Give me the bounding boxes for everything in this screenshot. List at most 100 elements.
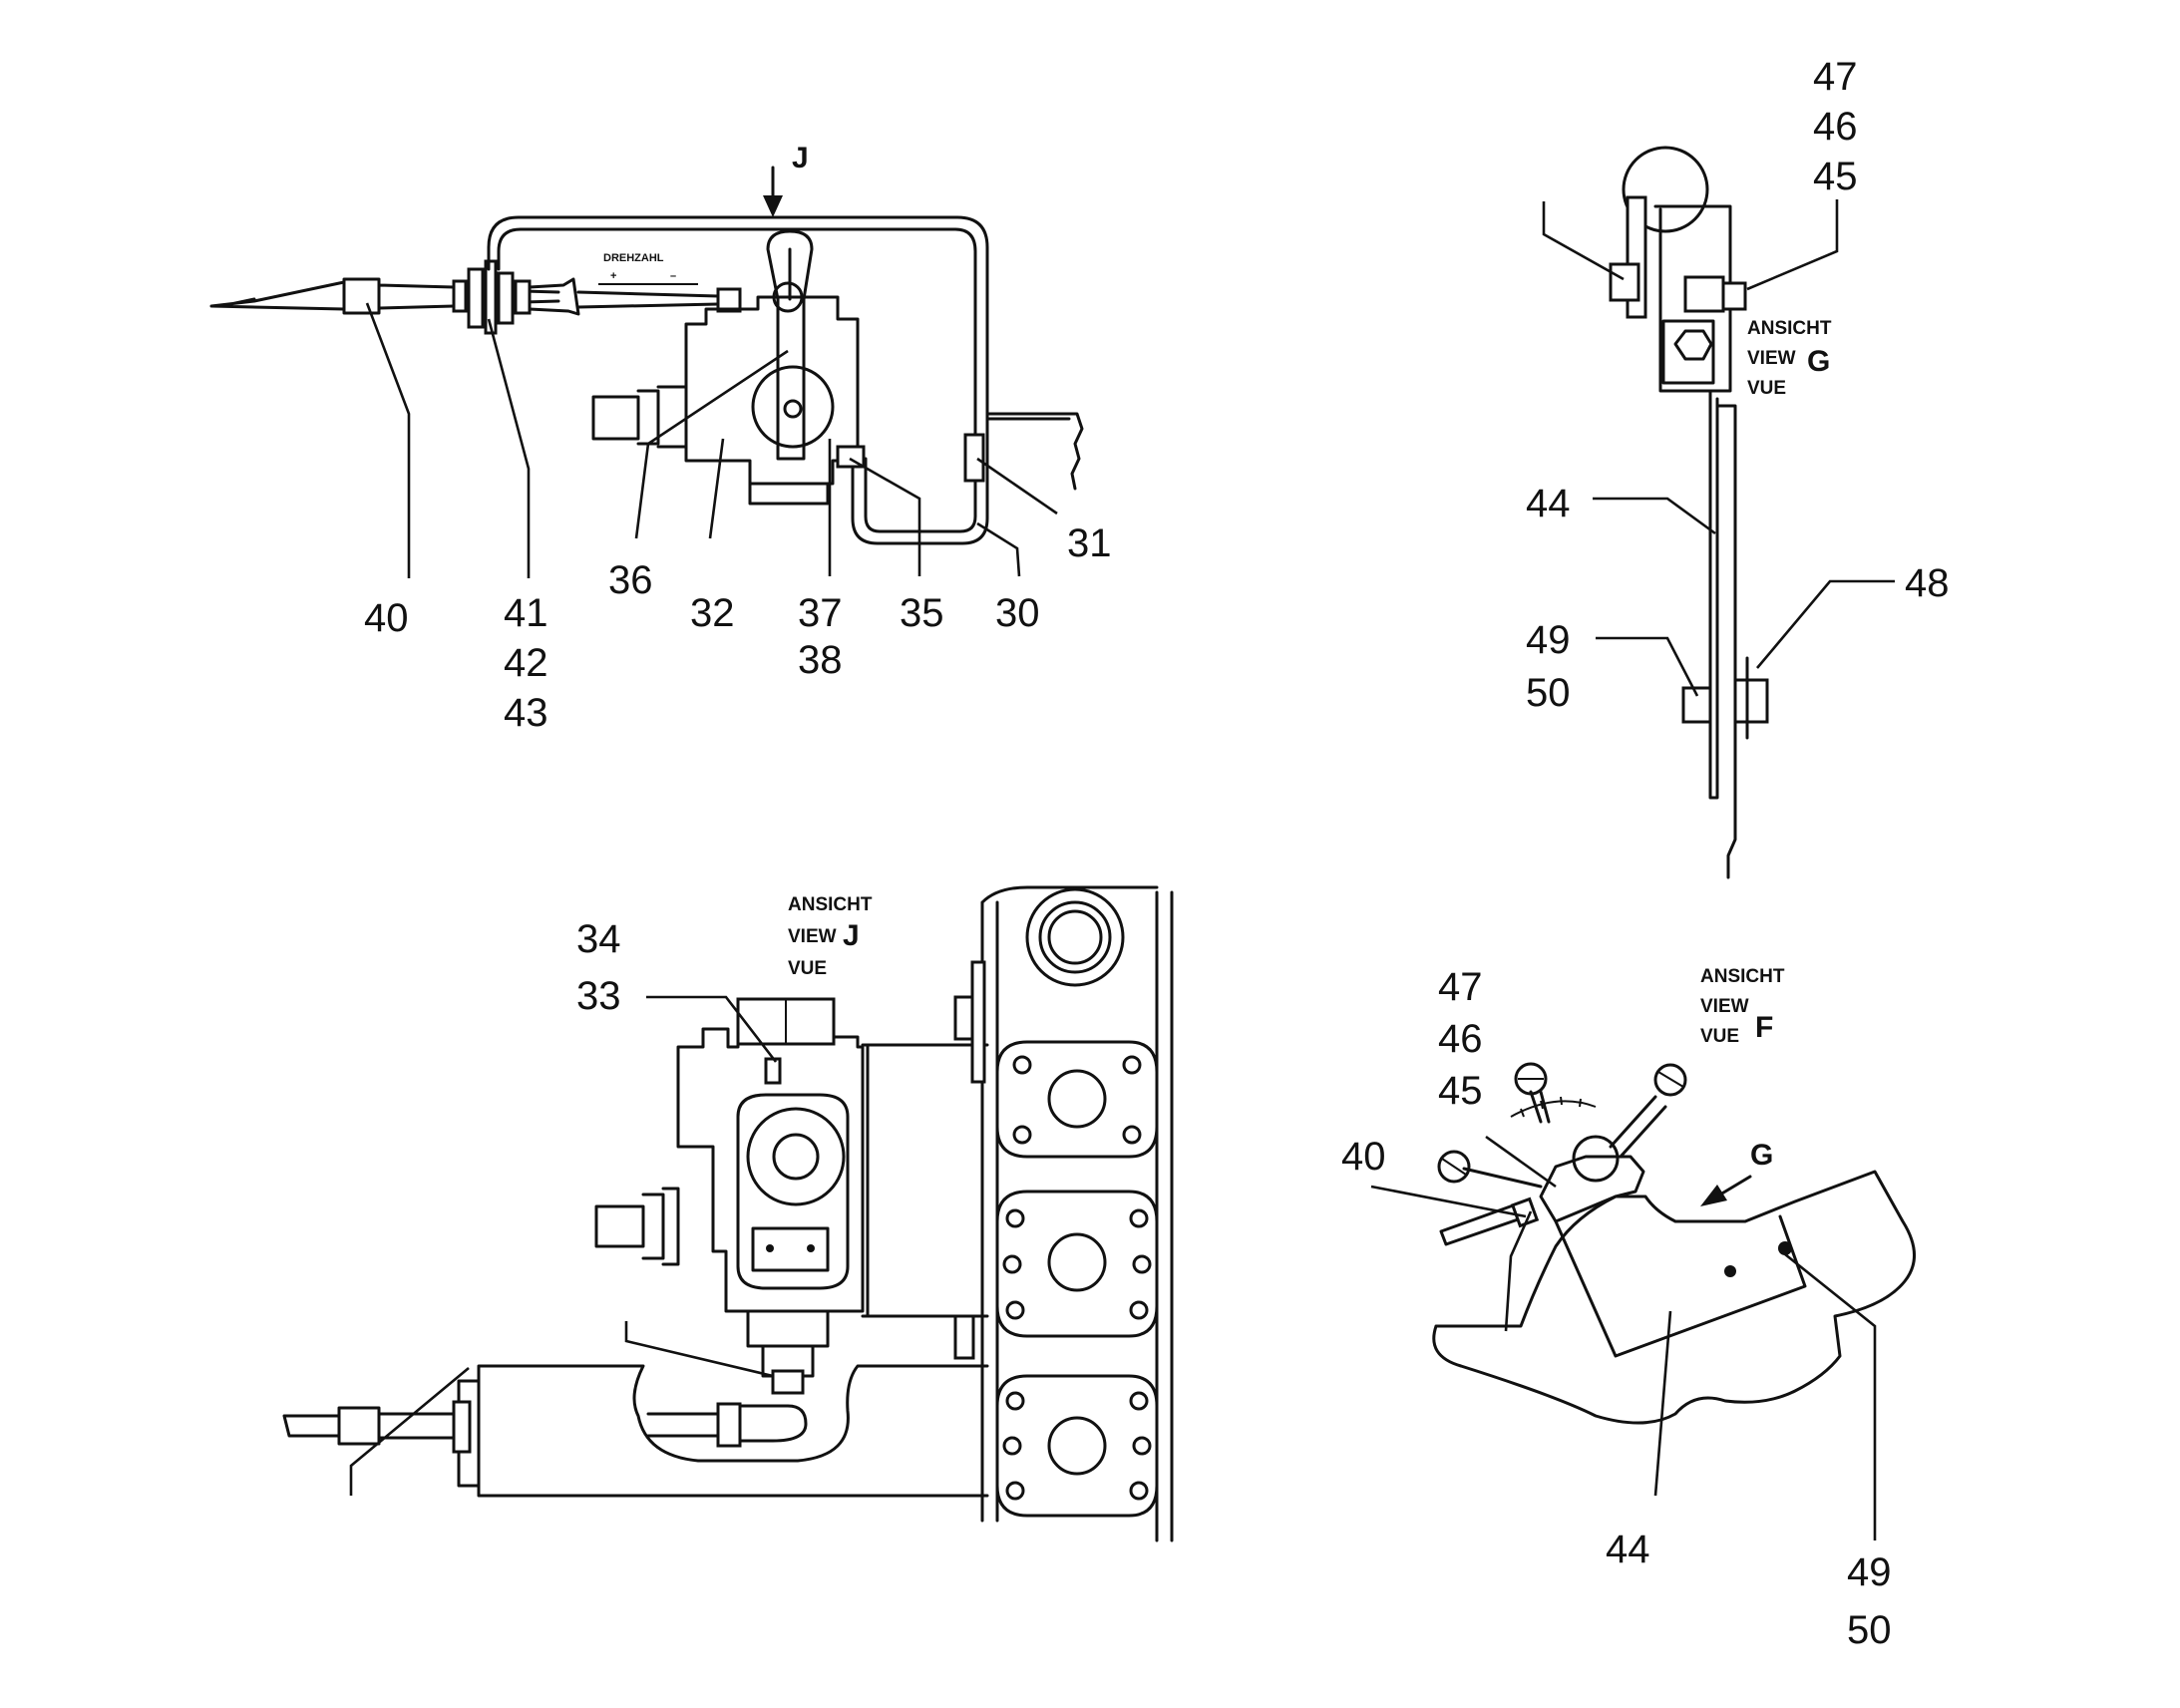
leader-44 — [1593, 497, 1716, 535]
slot-dot-l — [766, 1244, 774, 1252]
small-nut — [716, 287, 742, 313]
knob-2-line — [1657, 1071, 1684, 1088]
bolt-dot-1 — [1724, 1265, 1736, 1277]
bolt-dot-2 — [1778, 1241, 1792, 1255]
label-31: 31 — [1067, 521, 1112, 565]
scale-arc — [1510, 1100, 1597, 1118]
arrow-g-shaft — [1718, 1175, 1752, 1196]
stud-31 — [963, 433, 985, 483]
lever-knob — [1622, 146, 1709, 233]
label-34: 34 — [576, 917, 621, 961]
rod-end — [528, 277, 580, 316]
frame-bracket-inner — [497, 227, 977, 533]
nut-48 — [1733, 678, 1769, 724]
view-j-view: VIEW — [788, 926, 837, 947]
speed-lever — [766, 229, 814, 461]
governor-eye — [751, 365, 835, 449]
leader-41 — [487, 318, 531, 578]
label-35: 35 — [900, 591, 944, 635]
knob-3 — [1437, 1150, 1471, 1184]
left-hose — [282, 1406, 461, 1446]
bracket-plate — [1708, 389, 1737, 879]
view-j-letter: J — [843, 919, 860, 952]
side-fitting — [594, 1187, 680, 1266]
scale-ticks — [1520, 1096, 1582, 1118]
knob-3-line — [1441, 1158, 1467, 1176]
label-50: 50 — [1526, 671, 1571, 715]
label-30: 30 — [995, 591, 1040, 635]
small-screw-33 — [764, 1057, 782, 1085]
view-arrow-letter: J — [792, 142, 809, 174]
nut-c — [484, 259, 498, 335]
leader-30 — [976, 521, 1021, 577]
governor-base — [748, 482, 830, 506]
leader-left-bracket — [1542, 201, 1625, 281]
label-45: 45 — [1813, 155, 1858, 198]
lower-hose — [646, 1404, 808, 1443]
knob-1 — [1514, 1062, 1548, 1096]
hex-bolt — [1673, 329, 1713, 361]
nut-b — [467, 267, 485, 329]
nut-e — [514, 279, 532, 315]
nut-a — [452, 279, 468, 313]
flange-1 — [995, 1040, 1159, 1159]
pipe-inner — [1038, 900, 1112, 974]
flange-2 — [995, 1190, 1159, 1338]
label-47: 47 — [1813, 55, 1858, 99]
lever-body — [1539, 1155, 1645, 1223]
leader-40-f — [1370, 1185, 1527, 1218]
label-38: 38 — [798, 638, 843, 682]
governor-eye-center — [783, 399, 803, 419]
lever-ball — [772, 281, 804, 313]
leader-f-left — [1504, 1210, 1533, 1332]
top-left-view: DREHZAHL + – J 40 — [209, 142, 1112, 735]
flange-3 — [995, 1374, 1159, 1518]
pump-housing — [861, 1043, 989, 1318]
leader-bottom-left — [349, 1366, 470, 1496]
cable-sleeve — [342, 277, 456, 315]
view-g-vue: VUE — [1747, 378, 1786, 399]
hose-nut — [716, 1402, 742, 1448]
bottom-right-view: G ANSICHT VIEW VUE F 47 46 45 40 44 49 5… — [1341, 965, 1916, 1652]
label-48: 48 — [1905, 561, 1950, 605]
rail-bolt-1 — [953, 995, 975, 1041]
label-36: 36 — [608, 558, 653, 602]
governor-fitting — [591, 385, 688, 449]
leader-45 — [1746, 199, 1839, 291]
rod-to-lever — [576, 290, 720, 309]
label-40: 40 — [364, 596, 409, 640]
front-cover — [736, 1093, 850, 1290]
label-44-f: 44 — [1606, 1528, 1650, 1571]
nut-right-2 — [1721, 281, 1747, 311]
label-32: 32 — [690, 591, 735, 635]
plate-text: DREHZAHL — [603, 252, 664, 264]
view-f-ansicht: ANSICHT — [1700, 966, 1785, 987]
nut-left — [1609, 262, 1640, 302]
cover-hub-inner — [772, 1133, 820, 1181]
nut-right — [1683, 275, 1725, 313]
label-44: 44 — [1526, 482, 1571, 525]
leader-31 — [976, 457, 1058, 515]
lower-fitting — [746, 1309, 830, 1378]
view-j-ansicht: ANSICHT — [788, 894, 873, 915]
label-40-f: 40 — [1341, 1135, 1386, 1179]
knob-stem-3 — [1462, 1167, 1543, 1189]
bottom-left-view: ANSICHT VIEW VUE J 34 33 — [282, 885, 1174, 1542]
view-f-vue: VUE — [1700, 1026, 1739, 1047]
engine-housing — [985, 412, 1084, 491]
label-49: 49 — [1526, 618, 1571, 662]
leader-48 — [1756, 579, 1895, 669]
leader-49 — [1596, 636, 1699, 697]
view-g-ansicht: ANSICHT — [1747, 318, 1832, 339]
nut-d — [497, 271, 515, 325]
view-g-view: VIEW — [1747, 348, 1796, 369]
label-46-f: 46 — [1438, 1017, 1483, 1061]
label-41: 41 — [504, 591, 548, 635]
rail-bolt-3 — [970, 960, 986, 1084]
label-50-f: 50 — [1847, 1608, 1892, 1652]
top-right-view: ANSICHT VIEW VUE G 47 46 45 44 48 49 50 — [1526, 55, 1950, 879]
label-45-f: 45 — [1438, 1069, 1483, 1113]
view-arrow-head — [763, 195, 783, 217]
left-hose-nut — [452, 1400, 472, 1454]
leader-45-f — [1485, 1135, 1557, 1189]
